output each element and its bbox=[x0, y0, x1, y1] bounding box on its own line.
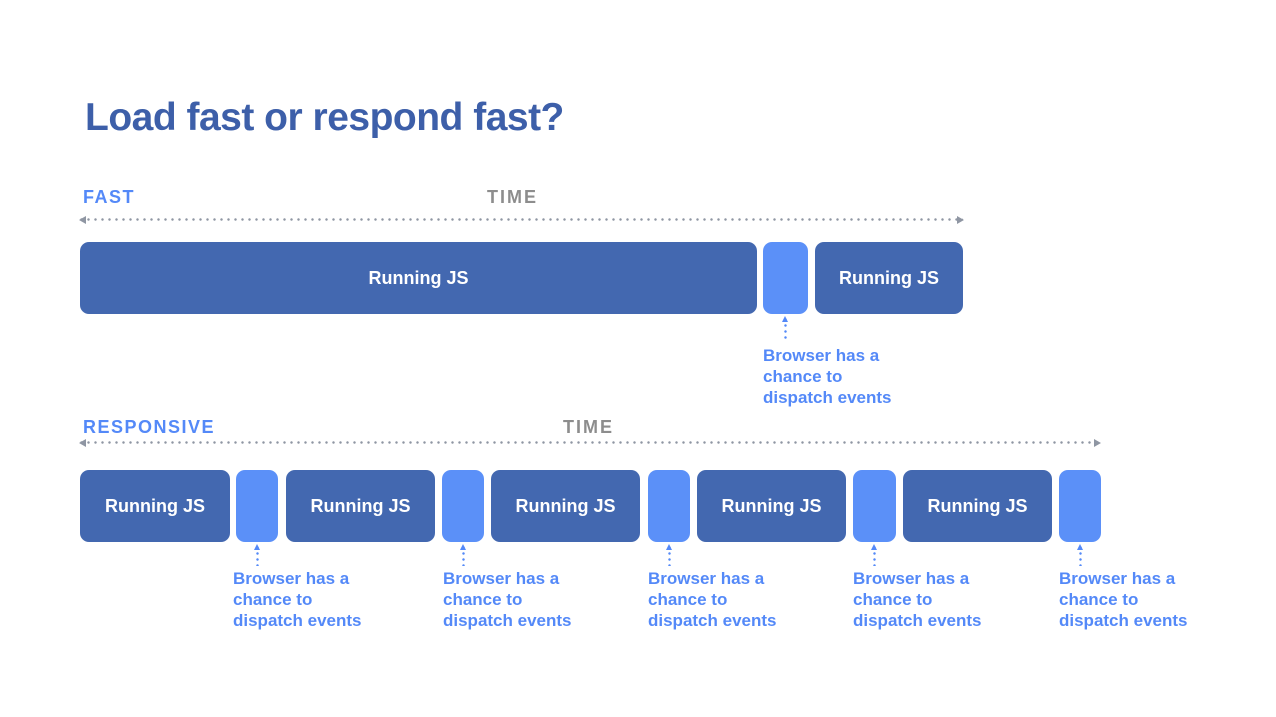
dispatch-arrow-icon bbox=[459, 544, 466, 566]
dispatch-annotation-line: dispatch events bbox=[1059, 611, 1188, 630]
dispatch-annotation: Browser has a chance to dispatch events bbox=[443, 568, 613, 631]
dispatch-annotation-line: chance to bbox=[763, 367, 843, 386]
running-js-block: Running JS bbox=[815, 242, 963, 314]
dispatch-annotation-line: Browser has a bbox=[443, 569, 560, 588]
time-axis-label-responsive: TIME bbox=[563, 417, 614, 437]
dispatch-annotation: Browser has a chance to dispatch events bbox=[233, 568, 403, 631]
browser-gap-block bbox=[236, 470, 278, 542]
time-axis-line-fast bbox=[79, 215, 964, 224]
browser-gap-block bbox=[648, 470, 690, 542]
timeline-label-responsive: RESPONSIVE bbox=[83, 417, 216, 437]
dispatch-arrow-icon bbox=[665, 544, 672, 566]
timeline-label-fast: FAST bbox=[83, 187, 136, 207]
dispatch-annotation: Browser has a chance to dispatch events bbox=[763, 345, 933, 408]
dispatch-annotation-line: dispatch events bbox=[648, 611, 777, 630]
dispatch-annotation-line: Browser has a bbox=[233, 569, 350, 588]
dispatch-annotation-line: Browser has a bbox=[1059, 569, 1176, 588]
dispatch-annotation-line: chance to bbox=[853, 590, 933, 609]
running-js-block: Running JS bbox=[697, 470, 846, 542]
browser-gap-block bbox=[853, 470, 896, 542]
time-axis-label-fast: TIME bbox=[487, 187, 538, 207]
running-js-block: Running JS bbox=[80, 242, 757, 314]
dispatch-annotation-line: chance to bbox=[443, 590, 523, 609]
dispatch-annotation-line: dispatch events bbox=[233, 611, 362, 630]
dispatch-annotation-line: chance to bbox=[1059, 590, 1139, 609]
dispatch-arrow-icon bbox=[1076, 544, 1083, 566]
dispatch-annotation-line: Browser has a bbox=[763, 346, 880, 365]
browser-gap-block bbox=[763, 242, 808, 314]
dispatch-annotation-line: dispatch events bbox=[853, 611, 982, 630]
dispatch-annotation-line: dispatch events bbox=[443, 611, 572, 630]
running-js-block: Running JS bbox=[80, 470, 230, 542]
dispatch-annotation-line: chance to bbox=[233, 590, 313, 609]
time-axis-line-responsive bbox=[79, 438, 1101, 447]
dispatch-annotation-line: Browser has a bbox=[853, 569, 970, 588]
dispatch-annotation-line: dispatch events bbox=[763, 388, 892, 407]
dispatch-arrow-icon bbox=[870, 544, 877, 566]
browser-gap-block bbox=[1059, 470, 1101, 542]
dispatch-annotation: Browser has a chance to dispatch events bbox=[648, 568, 818, 631]
dispatch-annotation-line: chance to bbox=[648, 590, 728, 609]
dispatch-annotation: Browser has a chance to dispatch events bbox=[853, 568, 1023, 631]
dispatch-annotation-line: Browser has a bbox=[648, 569, 765, 588]
running-js-block: Running JS bbox=[491, 470, 640, 542]
running-js-block: Running JS bbox=[286, 470, 435, 542]
dispatch-arrow-icon bbox=[253, 544, 260, 566]
dispatch-annotation: Browser has a chance to dispatch events bbox=[1059, 568, 1229, 631]
running-js-block: Running JS bbox=[903, 470, 1052, 542]
page-title: Load fast or respond fast? bbox=[85, 96, 564, 140]
browser-gap-block bbox=[442, 470, 484, 542]
dispatch-arrow-icon bbox=[781, 316, 788, 342]
